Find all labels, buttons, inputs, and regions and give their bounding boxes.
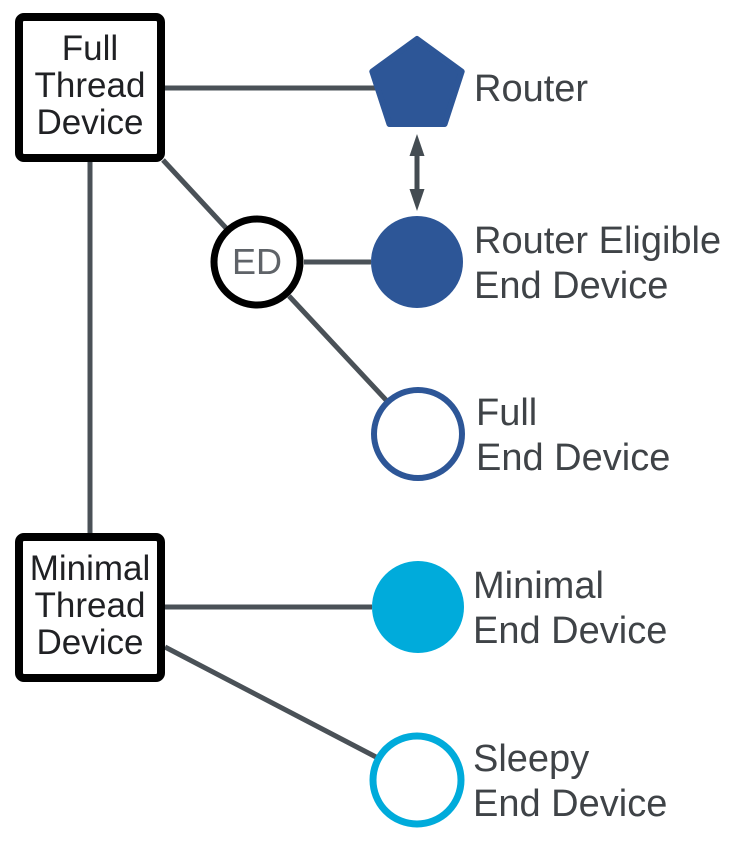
node-sleepy-end-device: Sleepy End Device [369,732,667,828]
node-router-eligible-end-device: Router Eligible End Device [371,216,721,308]
double-arrow-router-reed [409,134,425,211]
router-pentagon-icon [369,36,465,127]
sleepy-end-device-label-line1: Sleepy [473,738,589,780]
full-end-device-label-line2: End Device [476,437,670,479]
node-full-thread-device: Full Thread Device [15,13,165,162]
minimal-thread-device-label-line1: Minimal [30,549,151,588]
sleepy-end-device-label-line2: End Device [473,783,667,825]
full-thread-device-label-line2: Thread [35,66,146,105]
minimal-end-device-label-line2: End Device [473,610,667,652]
minimal-thread-device-box [15,533,165,682]
arrow-head-down-icon [409,189,425,211]
arrow-head-up-icon [409,134,425,156]
router-label: Router [474,68,588,110]
full-thread-device-box [15,13,165,162]
router-eligible-end-device-label-line1: Router Eligible [474,220,721,262]
minimal-thread-device-label-line2: Thread [35,586,146,625]
ed-circle [210,215,304,309]
full-end-device-label-line1: Full [476,392,537,434]
router-eligible-end-device-circle-icon [371,216,463,308]
node-minimal-thread-device: Minimal Thread Device [15,533,165,682]
edge-ftd-to-ed [161,158,228,230]
node-full-end-device: Full End Device [371,387,670,481]
minimal-thread-device-label-line3: Device [37,623,144,662]
node-router: Router [369,36,588,127]
node-minimal-end-device: Minimal End Device [372,561,667,653]
minimal-end-device-circle-icon [372,561,464,653]
minimal-end-device-label-line1: Minimal [473,565,604,607]
router-eligible-end-device-label-line2: End Device [474,265,668,307]
sleepy-end-device-circle-icon [369,732,465,828]
full-thread-device-label-line3: Device [37,103,144,142]
full-thread-device-label-line1: Full [62,29,118,68]
connector-lines [87,85,388,760]
edge-mtd-to-sed [163,644,378,760]
full-end-device-circle-icon [371,387,465,481]
node-ed-badge: ED [210,215,304,309]
edge-ed-to-fed [287,294,388,402]
ed-label: ED [232,241,282,282]
